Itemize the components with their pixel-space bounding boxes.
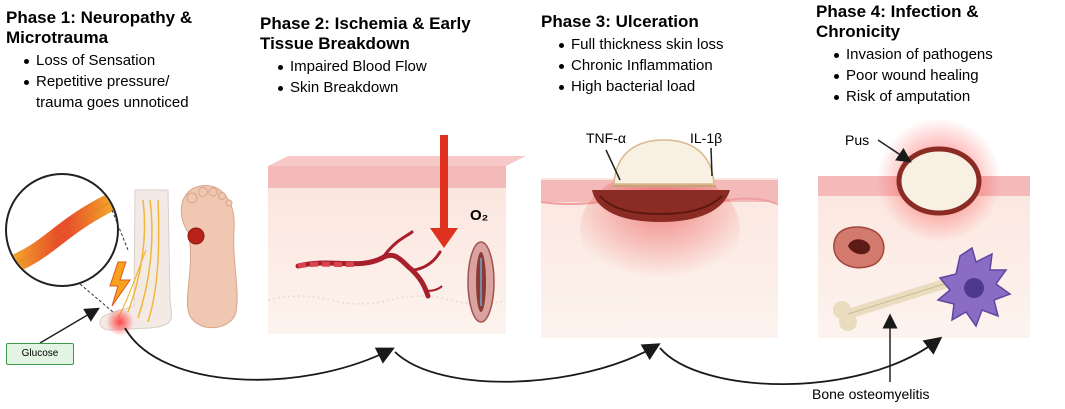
phase-1-bullet: Loss of Sensation [24,50,192,71]
bone-icon [833,279,949,331]
phase-3-bullet: High bacterial load [559,76,724,97]
phase-1-bullet: Repetitive pressure/ trauma goes unnotic… [24,71,192,113]
phase-4-bullet: Risk of amputation [834,86,993,107]
oxygen-arrow-icon [440,135,448,235]
pressure-point-icon [106,308,134,336]
phase-4-title: Phase 4: Infection & Chronicity [816,2,979,41]
phase-3-panel: Phase 3: Ulceration Full thickness skin … [541,12,724,97]
ulcer-spot-icon [187,227,205,245]
phase-4-panel: Phase 4: Infection & Chronicity Invasion… [816,2,993,107]
dermis-block [268,188,506,334]
phase-2-panel: Phase 2: Ischemia & Early Tissue Breakdo… [260,14,471,98]
pus-label: Pus [845,132,870,148]
phase-2-title: Phase 2: Ischemia & Early Tissue Breakdo… [260,14,471,53]
flow-arrow-2-3 [394,343,661,383]
flow-arrow-3-4 [659,336,943,386]
phase2-art [267,135,526,334]
phase-2-bullets: Impaired Blood Flow Skin Breakdown [260,56,471,98]
ulcer-crater-icon [592,190,730,222]
phase-1-bullets: Loss of Sensation Repetitive pressure/ t… [6,50,192,113]
phase-2-bullet: Impaired Blood Flow [278,56,471,77]
phase-3-bullet: Chronic Inflammation [559,55,724,76]
phase-4-bullet: Invasion of pathogens [834,44,993,65]
foot-sole-icon [180,185,238,329]
phase1-art [5,173,238,344]
phase-3-bullets: Full thickness skin loss Chronic Inflamm… [541,34,724,97]
phase-3-bullet: Full thickness skin loss [559,34,724,55]
il-1b-label: IL-1β [690,130,723,146]
foot-side-icon [99,189,172,331]
phase-4-bullets: Invasion of pathogens Poor wound healing… [816,44,993,107]
phase-1-title: Phase 1: Neuropathy & Microtrauma [6,8,193,47]
macrophage-icon [936,246,1012,328]
pus-abscess-icon [896,146,982,216]
tnf-alpha-label: TNF-α [586,130,626,146]
phase-1-panel: Phase 1: Neuropathy & Microtrauma Loss o… [6,8,192,113]
phase-4-bullet: Poor wound healing [834,65,993,86]
epidermis-block [268,166,506,188]
phase4-art [818,118,1030,382]
exudate-icon [613,139,715,185]
oxygen-label: O₂ [470,207,489,224]
capillary-icon [467,241,495,323]
pain-bolt-icon [109,261,131,307]
bone-osteomyelitis-label: Bone osteomyelitis [812,386,930,402]
phase-3-title: Phase 3: Ulceration [541,12,699,31]
phase-2-bullet: Skin Breakdown [278,77,471,98]
glucose-label: Glucose [6,343,74,365]
flow-arrow-1-2 [124,327,395,381]
phase3-art [540,139,779,338]
